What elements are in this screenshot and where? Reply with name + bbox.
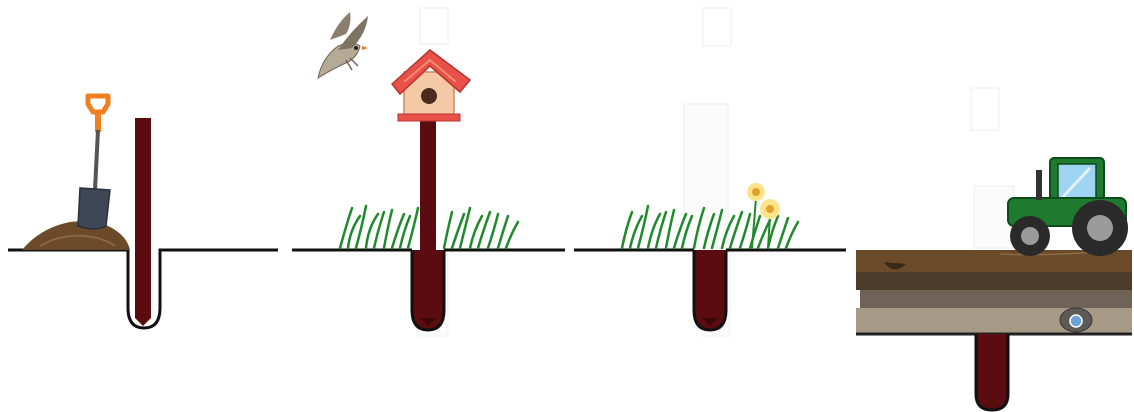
tractor-icon [1008, 158, 1128, 256]
stone-icon [1060, 308, 1092, 332]
panel-tractor-soil-layers [856, 88, 1132, 410]
panel-grass-and-flowers [574, 8, 846, 336]
shovel-icon [78, 96, 110, 229]
panel-dig-hole [8, 96, 278, 328]
pole-stub [984, 336, 1000, 398]
birdhouse-icon [392, 50, 470, 121]
pole-stub [702, 252, 718, 318]
stake [135, 118, 151, 318]
bird-icon [318, 12, 368, 78]
pole [420, 118, 436, 318]
panel-birdhouse-pole [292, 8, 565, 336]
